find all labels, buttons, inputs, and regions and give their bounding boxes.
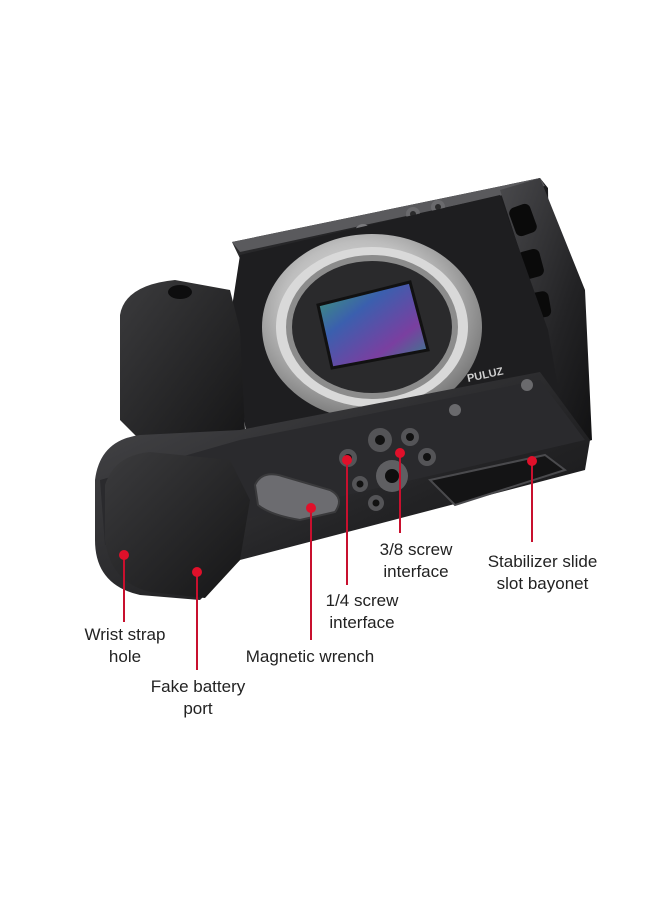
callout-lines <box>123 453 533 670</box>
label-magnetic-wrench-line1: Magnetic wrench <box>245 647 375 666</box>
label-wrist-strap-line2: hole <box>108 647 142 666</box>
label-magnetic-wrench: Magnetic wrench <box>230 646 390 668</box>
label-fake-battery-port: Fake battery port <box>126 676 270 720</box>
callout-dots <box>119 448 537 577</box>
label-fake-battery-line2: port <box>183 699 213 718</box>
label-wrist-strap-line1: Wrist strap <box>84 625 166 644</box>
label-three-eighth-screw-line1: 3/8 screw <box>379 540 453 559</box>
label-stabilizer-line1: Stabilizer slide <box>487 552 598 571</box>
label-quarter-screw-line2: interface <box>329 613 395 632</box>
label-wrist-strap-hole: Wrist strap hole <box>40 624 210 668</box>
label-stabilizer-slide-slot: Stabilizer slide slot bayonet <box>470 551 615 595</box>
label-three-eighth-screw-interface: 3/8 screw interface <box>356 539 476 583</box>
hand-grip <box>120 280 245 450</box>
label-quarter-screw-line1: 1/4 screw <box>325 591 399 610</box>
magnetic-wrench <box>253 473 340 522</box>
label-three-eighth-screw-line2: interface <box>383 562 449 581</box>
label-stabilizer-line2: slot bayonet <box>496 574 589 593</box>
label-quarter-screw-interface: 1/4 screw interface <box>302 590 422 634</box>
image-sensor <box>316 280 430 370</box>
label-fake-battery-line1: Fake battery <box>150 677 246 696</box>
